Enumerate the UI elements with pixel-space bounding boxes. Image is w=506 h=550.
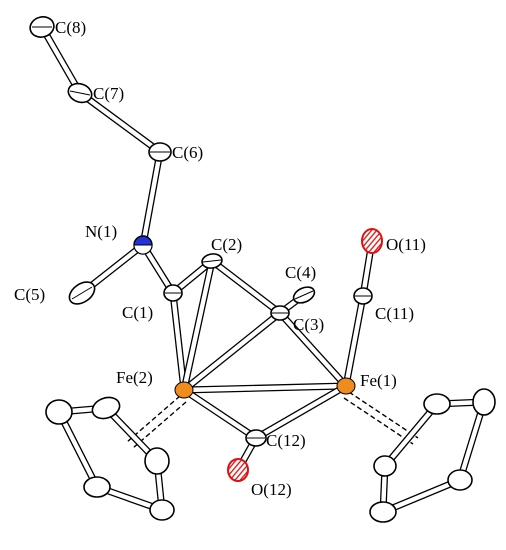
label-fe2: Fe(2)	[116, 368, 153, 387]
label-c7: C(7)	[93, 84, 124, 103]
cp-left-atom-4	[83, 476, 111, 498]
atom-o11	[361, 228, 383, 254]
cp-right-atom-1	[423, 393, 451, 415]
label-c8: C(8)	[55, 18, 86, 37]
label-n1: N(1)	[85, 222, 117, 241]
cp-left-atom-2	[144, 447, 170, 475]
atom-n1	[133, 235, 153, 255]
atoms	[29, 16, 383, 482]
cp-ring-right	[369, 388, 496, 523]
cp-left-atom-3	[149, 499, 175, 521]
cp-right-atom-4	[369, 501, 397, 523]
atom-c5	[68, 281, 96, 305]
cp-right-atom-5	[373, 455, 397, 477]
label-c12: C(12)	[266, 431, 306, 450]
atom-c3	[270, 305, 290, 321]
atom-fe2	[174, 381, 194, 399]
label-c6: C(6)	[172, 143, 203, 162]
label-o12: O(12)	[251, 480, 292, 499]
label-c3: C(3)	[293, 315, 324, 334]
atom-fe1	[336, 377, 356, 395]
atom-c8	[29, 16, 55, 38]
atom-o12	[227, 458, 249, 482]
cp-right-atom-2	[472, 388, 496, 416]
atom-labels: C(8) C(7) C(6) N(1) C(5) C(1) C(2) C(4) …	[14, 18, 426, 499]
atom-c11	[353, 287, 373, 305]
label-o11: O(11)	[386, 235, 426, 254]
label-fe1: Fe(1)	[360, 371, 397, 390]
label-c2: C(2)	[211, 235, 242, 254]
label-c4: C(4)	[285, 263, 316, 282]
label-c5: C(5)	[14, 285, 45, 304]
cp-ring-left	[45, 396, 175, 521]
label-c11: C(11)	[375, 304, 414, 323]
atom-c4	[292, 286, 316, 304]
atom-c6	[148, 142, 172, 162]
cp-right-atom-3	[447, 469, 473, 491]
atom-c7	[67, 82, 93, 104]
atom-c2	[201, 253, 223, 269]
label-c1: C(1)	[122, 303, 153, 322]
atom-c12	[245, 429, 267, 447]
cp-left-atom-1	[91, 396, 121, 420]
cp-left-atom-5	[45, 399, 73, 425]
atom-c1	[163, 284, 183, 302]
